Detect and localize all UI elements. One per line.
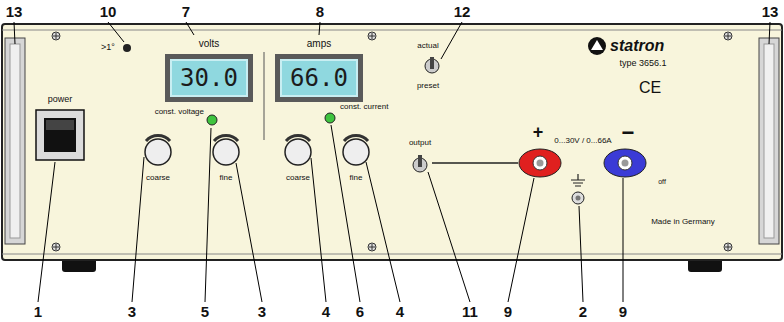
wire — [432, 162, 518, 164]
display-caption: volts — [165, 38, 253, 50]
panel-label: >1° — [101, 43, 115, 53]
led — [325, 113, 335, 123]
display-panel: amps 66.0 — [275, 38, 363, 102]
output-switch — [413, 155, 427, 172]
led — [207, 115, 217, 125]
callout-number: 13 — [762, 4, 779, 21]
panel-label: const. current — [340, 103, 388, 112]
callout-number: 3 — [258, 304, 266, 321]
knob-scale — [146, 136, 368, 141]
callout-number: 3 — [128, 304, 136, 321]
callout-number: 12 — [454, 4, 471, 21]
panel-label: + — [533, 123, 544, 143]
leader-line — [14, 22, 770, 302]
ground-terminal — [571, 174, 585, 204]
power-switch — [36, 110, 84, 160]
panel-label: output — [409, 139, 431, 148]
panel-label: off — [658, 178, 666, 186]
panel-label: fine — [220, 174, 233, 183]
callout-number: 4 — [396, 304, 404, 321]
panel-edge — [2, 254, 782, 255]
panel-label: preset — [417, 82, 439, 91]
panel-label: Made in Germany — [651, 218, 715, 227]
callout-number: 9 — [504, 304, 512, 321]
callout-number: 6 — [356, 304, 364, 321]
callout-number: 13 — [6, 4, 23, 21]
handle — [5, 38, 25, 244]
front-panel — [2, 24, 782, 260]
callout-number: 11 — [462, 304, 478, 321]
logo-mark — [588, 37, 606, 55]
panel-label: actual — [417, 42, 438, 51]
display-readout: 66.0 — [275, 54, 363, 102]
callout-number: 5 — [201, 304, 209, 321]
display-panel: volts 30.0 — [165, 38, 253, 102]
positive-terminal — [519, 149, 561, 177]
panel-label: CE — [639, 79, 661, 97]
panel-label: const. voltage — [155, 108, 204, 117]
indicator-lamp — [123, 44, 131, 52]
toggle-switch — [425, 57, 439, 73]
callout-number: 8 — [316, 4, 324, 21]
panel-label: coarse — [286, 174, 310, 183]
panel-label: coarse — [146, 174, 170, 183]
callout-number: 1 — [34, 304, 42, 321]
callout-number: 7 — [182, 4, 190, 21]
panel-edge — [2, 30, 782, 31]
callout-number: 9 — [619, 304, 627, 321]
display-readout: 30.0 — [165, 54, 253, 102]
panel-label: type 3656.1 — [619, 59, 666, 69]
display-caption: amps — [275, 38, 363, 50]
panel-label: statron — [610, 37, 664, 55]
negative-terminal — [604, 149, 646, 177]
callout-number: 4 — [322, 304, 330, 321]
handle — [759, 38, 779, 244]
panel-label: fine — [350, 174, 363, 183]
panel-label: − — [622, 121, 635, 145]
panel-label: 0...30V / 0...66A — [554, 137, 611, 146]
panel-label: power — [48, 95, 73, 105]
callout-number: 2 — [579, 304, 587, 321]
callout-number: 10 — [100, 4, 117, 21]
screw — [52, 32, 732, 251]
divider-line — [264, 52, 265, 140]
